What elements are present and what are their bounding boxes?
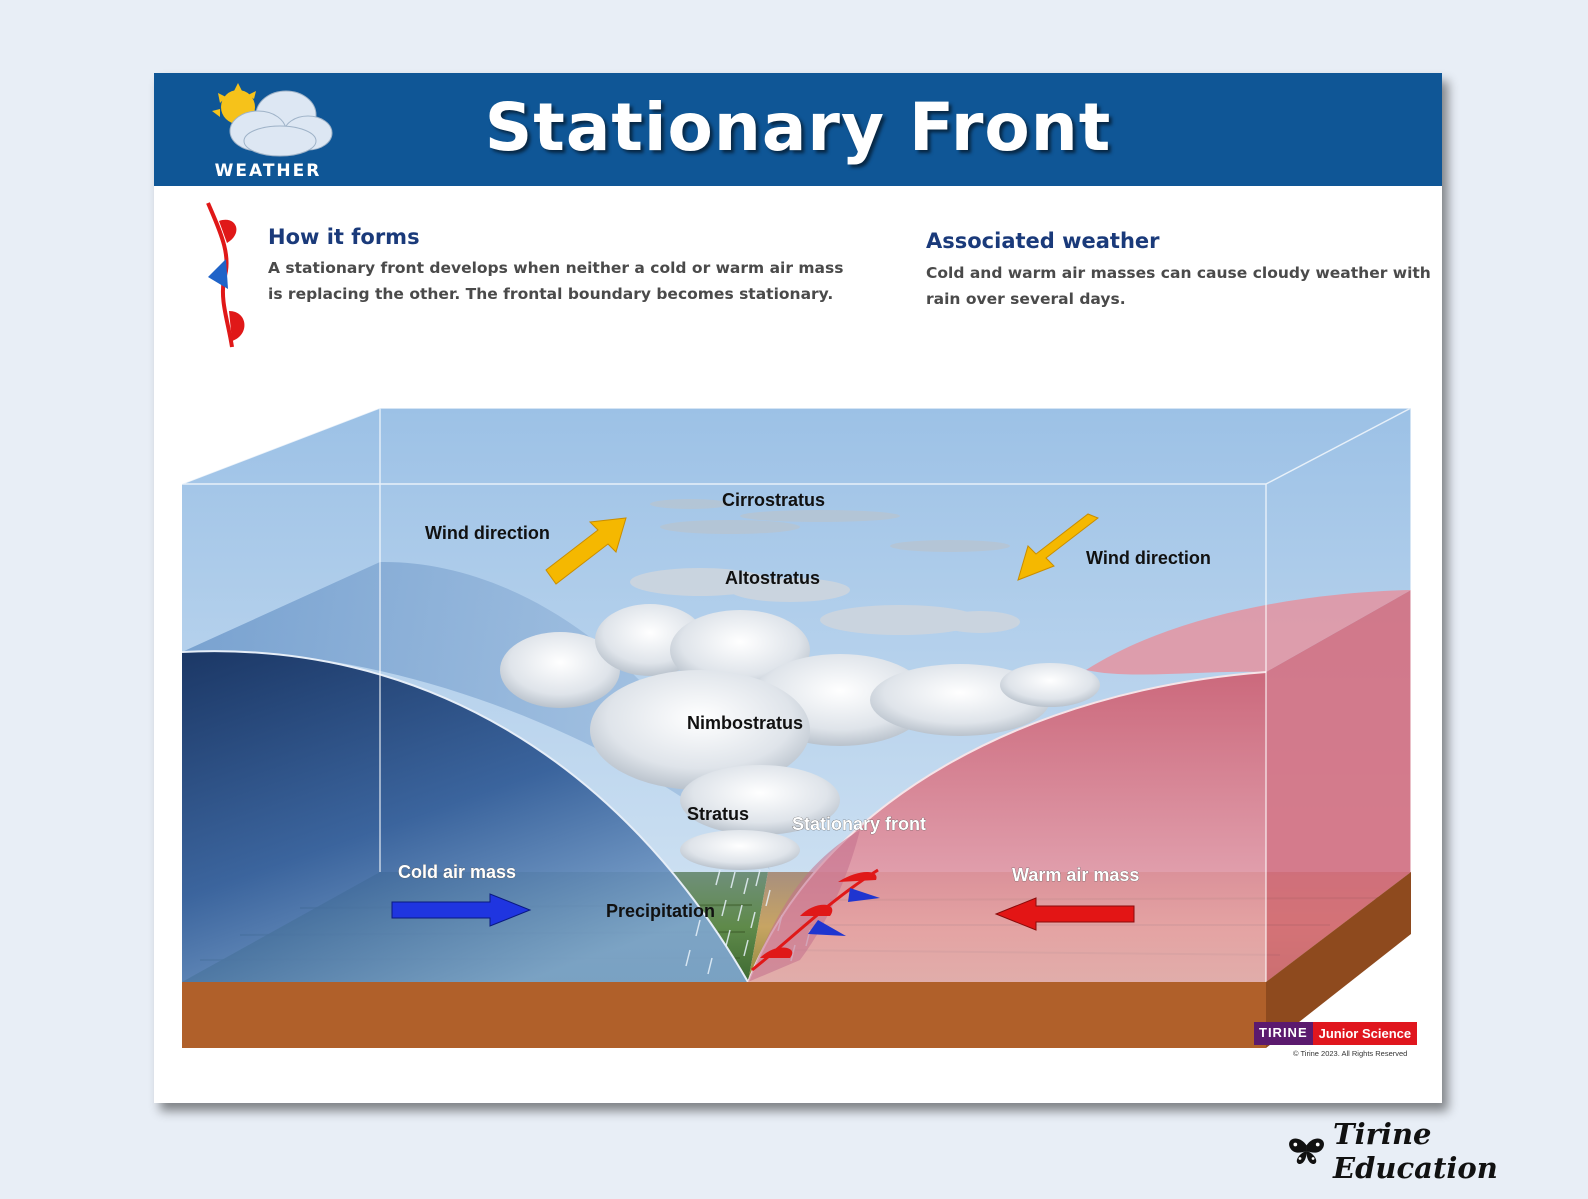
label-stratus: Stratus [687,804,749,824]
label-nimbostratus: Nimbostratus [687,713,803,733]
how-it-forms-text: A stationary front develops when neither… [268,255,843,307]
stationary-front-line [751,868,880,972]
wind-arrow-right-icon [1017,513,1100,581]
brand-series: Junior Science [1312,1022,1418,1045]
label-precipitation: Precipitation [606,901,715,921]
how-it-forms-line-1: A stationary front develops when neither… [268,259,844,277]
label-cirrostratus: Cirrostratus [722,490,825,510]
associated-weather-heading: Associated weather [926,229,1160,253]
logo-label: WEATHER [214,161,322,181]
nimbostratus-cloud [500,604,1100,870]
sun-cloud-icon [212,83,333,157]
ground-slab-side [1266,872,1411,1048]
butterfly-icon [1289,1138,1324,1165]
warm-air-mass [748,672,1266,982]
cold-air-arrow-icon [391,893,532,927]
how-it-forms-heading: How it forms [268,225,420,249]
header-bar: WEATHER Stationary Front [154,73,1442,186]
associated-weather-line-1: Cold and warm air masses can cause cloud… [926,264,1431,282]
associated-weather-text: Cold and warm air masses can cause cloud… [926,260,1431,312]
footer-text: Tirine Education [1333,1117,1498,1185]
weather-logo: WEATHER [198,79,338,183]
associated-weather-line-2: rain over several days. [926,290,1126,308]
stationary-front-symbol-icon [206,202,245,348]
warm-air-arrow-icon [994,897,1135,931]
label-wind-left: Wind direction [425,523,550,543]
label-altostratus: Altostratus [725,568,820,588]
label-cold-air-mass: Cold air mass [398,862,516,882]
ground-slab-front [182,982,1266,1048]
brand-name: TIRINE [1254,1022,1313,1045]
page-title: Stationary Front [484,89,1112,166]
cold-air-mass [182,651,748,982]
warm-air-side [1266,590,1411,982]
label-warm-air-mass: Warm air mass [1012,865,1139,885]
wind-arrow-left-icon [545,517,627,585]
label-stationary-front: Stationary front [792,814,926,834]
how-it-forms-line-2: is replacing the other. The frontal boun… [268,285,834,303]
brand-badge: TIRINE Junior Science [1254,1022,1418,1045]
copyright-text: © Tirine 2023. All Rights Reserved [1293,1049,1408,1058]
label-wind-right: Wind direction [1086,548,1211,568]
footer-signature: Tirine Education [1286,1117,1588,1185]
cold-air-top [182,561,770,870]
